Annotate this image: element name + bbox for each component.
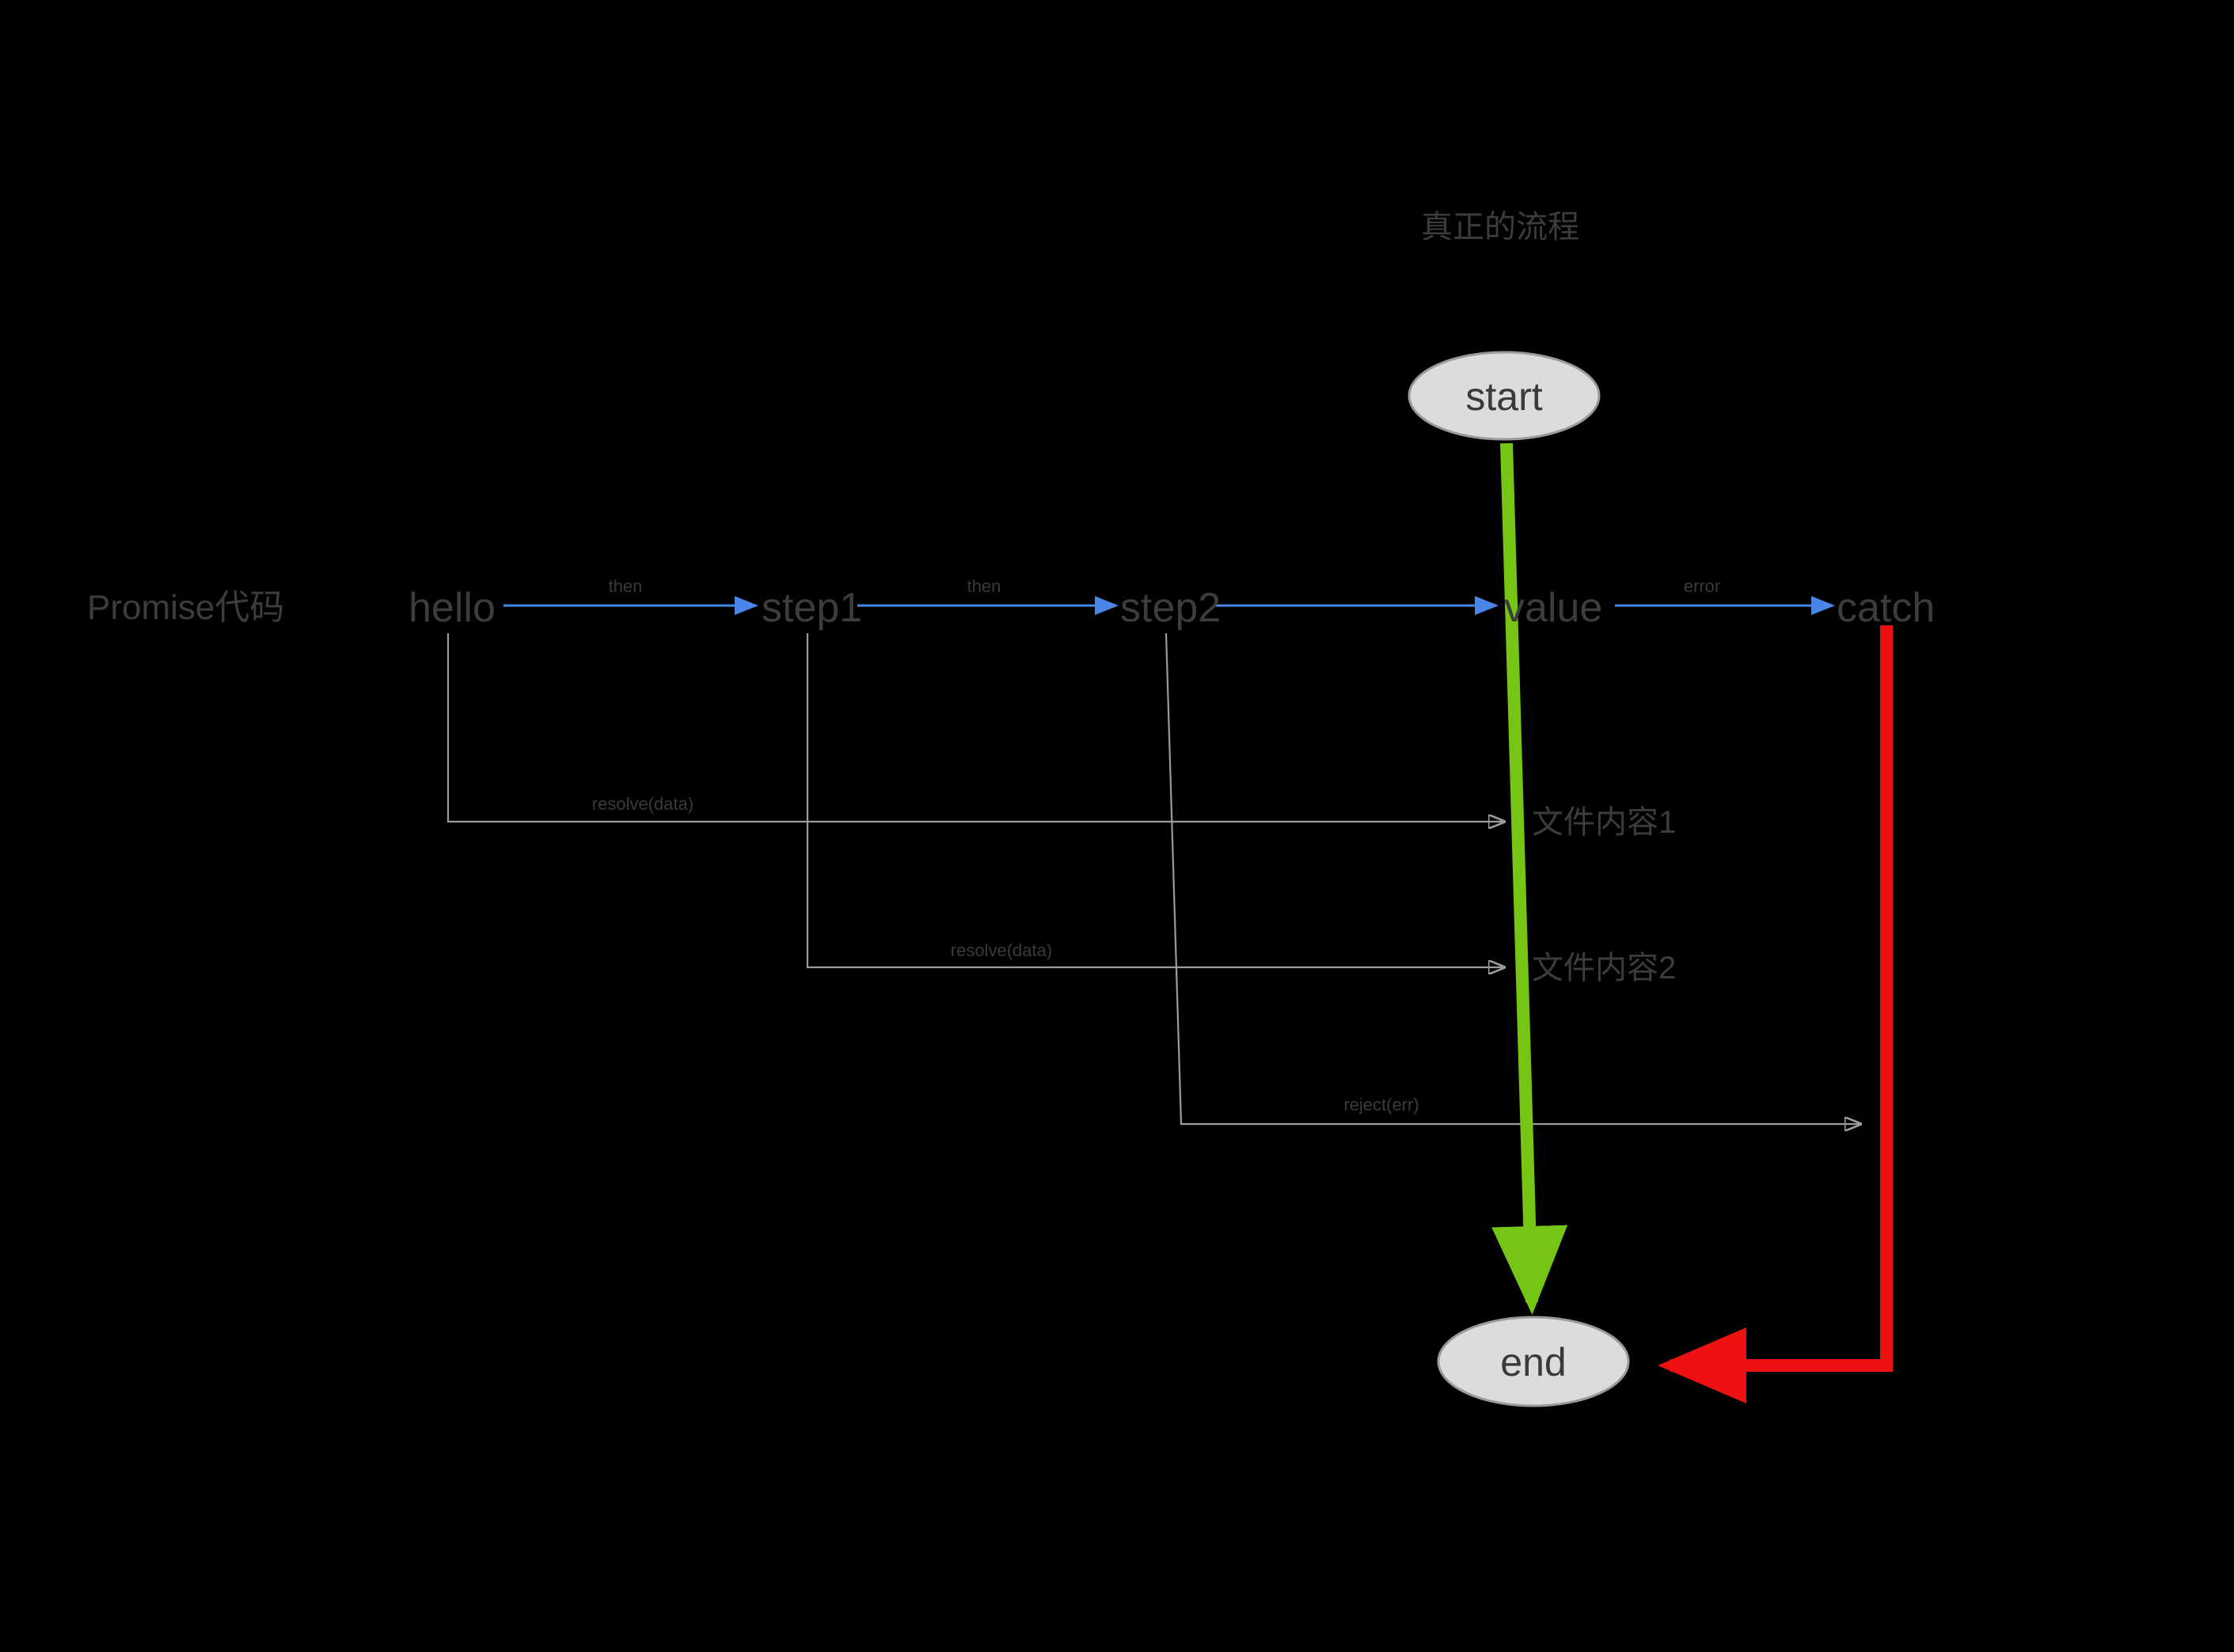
success-flow-path (1491, 442, 1568, 1315)
error-flow-path (1658, 625, 1893, 1403)
edge-label-then-1: then (609, 576, 643, 596)
edge-label-error: error (1684, 576, 1720, 596)
end-ellipse-shape (1437, 1316, 1630, 1407)
node-step2[interactable]: step2 (1120, 585, 1221, 631)
route-hello-resolve (446, 633, 1504, 822)
node-hello[interactable]: hello (408, 585, 496, 631)
file-output-1: 文件内容1 (1532, 805, 1676, 840)
flow-start-to-end (1491, 442, 1568, 1315)
start-ellipse-label: start (1465, 374, 1542, 419)
node-step1[interactable]: step1 (762, 585, 862, 631)
file-output-2: 文件内容2 (1532, 951, 1676, 986)
flow-catch-to-end (1658, 625, 1893, 1403)
end-ellipse-label: end (1500, 1340, 1566, 1384)
diagram-title: 真正的流程 (1421, 210, 1579, 245)
callback-label-reject: reject(err) (1343, 1095, 1419, 1115)
start-ellipse-shape (1408, 351, 1601, 441)
section-label-promise-code: Promise代码 (87, 588, 284, 627)
flow-node-start[interactable]: start (1408, 351, 1601, 441)
edge-label-then-2: then (967, 576, 1001, 596)
node-catch[interactable]: catch (1837, 585, 1935, 631)
route-step2-reject (1164, 632, 1860, 1124)
callback-routes (446, 632, 1860, 1124)
callback-label-resolve-2: resolve(data) (951, 940, 1052, 960)
route-step1-resolve (806, 633, 1504, 967)
callback-label-resolve-1: resolve(data) (592, 794, 693, 814)
node-value[interactable]: value (1504, 585, 1602, 631)
flow-node-end[interactable]: end (1437, 1316, 1630, 1407)
